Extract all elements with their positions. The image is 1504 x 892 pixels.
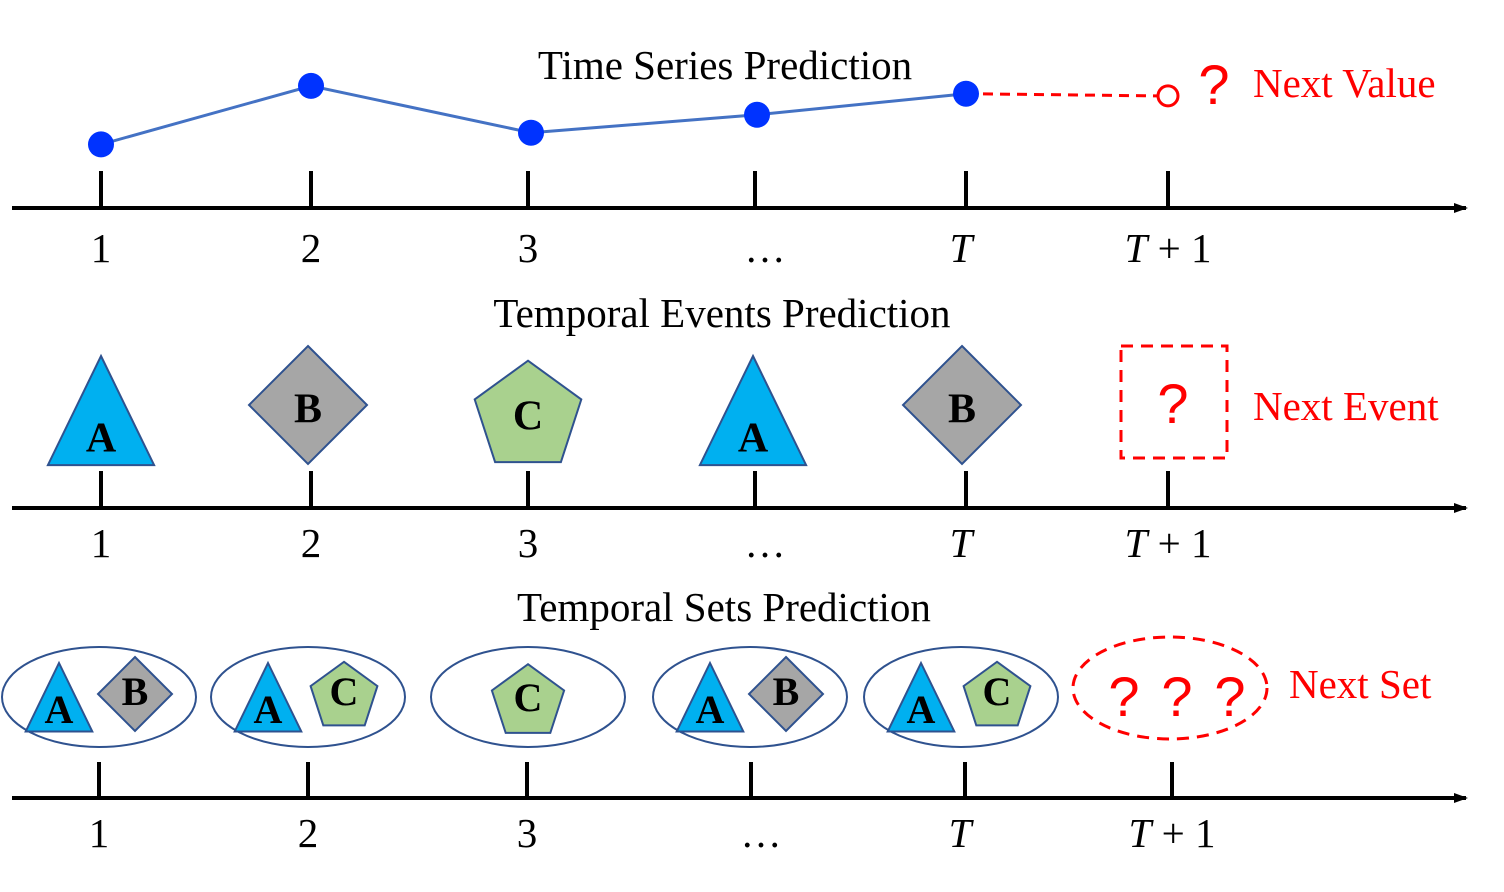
next-event-question-mark: ?: [1157, 372, 1188, 435]
event-4-letter: A: [738, 416, 769, 462]
time-series-tick-label-var-5: T: [950, 225, 976, 271]
sets-tick-label-5: T: [949, 810, 975, 856]
set-5-item-2-pentagon-icon: [962, 660, 1032, 727]
events-title: Temporal Events Prediction: [493, 290, 950, 336]
next-set-question-mark-2: ?: [1161, 665, 1192, 728]
next-set-question-mark-1: ?: [1108, 665, 1139, 728]
set-5-ellipse: [863, 646, 1059, 748]
set-2-ellipse: [210, 646, 406, 748]
events-tick-label-6: T + 1: [1125, 520, 1212, 566]
event-3-pentagon-icon: [473, 359, 583, 464]
event-3-letter: C: [513, 394, 543, 440]
time-series-point-2: [298, 72, 324, 99]
events-tick-label-4: …: [745, 520, 786, 566]
set-1-item-2-diamond-icon: [96, 655, 174, 733]
sets-tick-label-var-6: T: [1129, 810, 1155, 856]
set-5-item-1-triangle-icon: [886, 660, 956, 733]
events-tick-label-2: 2: [301, 520, 322, 566]
time-series-title: Time Series Prediction: [538, 42, 912, 88]
time-series-point-4: [744, 101, 770, 128]
set-2-item-1-triangle-icon: [233, 660, 303, 733]
sets-title: Temporal Sets Prediction: [517, 584, 931, 630]
sets-tick-label-3: 3: [517, 810, 538, 856]
set-2-item-2-letter: C: [330, 669, 359, 714]
set-1-item-1-letter: A: [45, 687, 74, 732]
set-1-ellipse: [1, 646, 197, 748]
set-3-item-1-letter: C: [514, 675, 543, 720]
event-1-triangle-icon: [46, 353, 156, 467]
time-series-tick-label-6: T + 1: [1125, 225, 1212, 271]
events-tick-label-5: T: [950, 520, 976, 566]
set-4-item-1-letter: A: [696, 687, 725, 732]
next-value-question-mark: ?: [1198, 53, 1229, 116]
events-tick-label-3: 3: [518, 520, 539, 566]
event-5-diamond-icon: [901, 344, 1023, 466]
next-set-dashed-ellipse: [1071, 635, 1269, 741]
next-set-question-mark-3: ?: [1214, 665, 1245, 728]
next-set-label: Next Set: [1289, 661, 1432, 707]
event-5-letter: B: [948, 387, 976, 433]
next-value-dashed-line: [965, 92, 1159, 98]
time-series-tick-label-rest-6: + 1: [1147, 225, 1211, 271]
sets-tick-label-var-5: T: [949, 810, 975, 856]
next-value-open-point: [1156, 84, 1180, 108]
time-series-point-5: [953, 80, 979, 107]
set-5-item-1-letter: A: [907, 687, 936, 732]
sets-tick-label-2: 2: [298, 810, 319, 856]
next-event-dashed-box: [1119, 344, 1229, 460]
events-tick-label-rest-6: + 1: [1147, 520, 1211, 566]
time-series-tick-label-2: 2: [301, 225, 322, 271]
sets-tick-label-rest-6: + 1: [1151, 810, 1215, 856]
time-series-tick-label-3: 3: [518, 225, 539, 271]
set-5-item-2-letter: C: [983, 669, 1012, 714]
time-series-point-3: [518, 119, 544, 146]
set-3-item-1-pentagon-icon: [490, 662, 566, 734]
event-1-letter: A: [86, 416, 117, 462]
set-3-ellipse: [430, 646, 626, 748]
set-1-item-2-letter: B: [122, 669, 149, 714]
set-2-item-2-pentagon-icon: [309, 660, 379, 727]
event-4-triangle-icon: [698, 353, 808, 467]
event-2-diamond-icon: [247, 344, 369, 466]
time-series-point-1: [88, 131, 114, 158]
time-series-tick-label-1: 1: [91, 225, 112, 271]
set-1-item-1-triangle-icon: [24, 660, 94, 733]
set-4-ellipse: [652, 646, 848, 748]
event-2-letter: B: [294, 387, 322, 433]
events-tick-label-var-6: T: [1125, 520, 1151, 566]
sets-tick-label-4: …: [741, 810, 782, 856]
sets-tick-label-6: T + 1: [1129, 810, 1216, 856]
set-2-item-1-letter: A: [254, 687, 283, 732]
next-value-label: Next Value: [1253, 60, 1436, 106]
set-4-item-2-letter: B: [773, 669, 800, 714]
time-series-tick-label-5: T: [950, 225, 976, 271]
time-series-plot: [88, 72, 1180, 158]
sets-tick-label-1: 1: [89, 810, 110, 856]
time-series-tick-label-4: …: [745, 225, 786, 271]
set-4-item-2-diamond-icon: [747, 655, 825, 733]
time-series-tick-label-var-6: T: [1125, 225, 1151, 271]
next-event-label: Next Event: [1253, 383, 1439, 429]
events-tick-label-1: 1: [91, 520, 112, 566]
set-4-item-1-triangle-icon: [675, 660, 745, 733]
events-tick-label-var-5: T: [950, 520, 976, 566]
